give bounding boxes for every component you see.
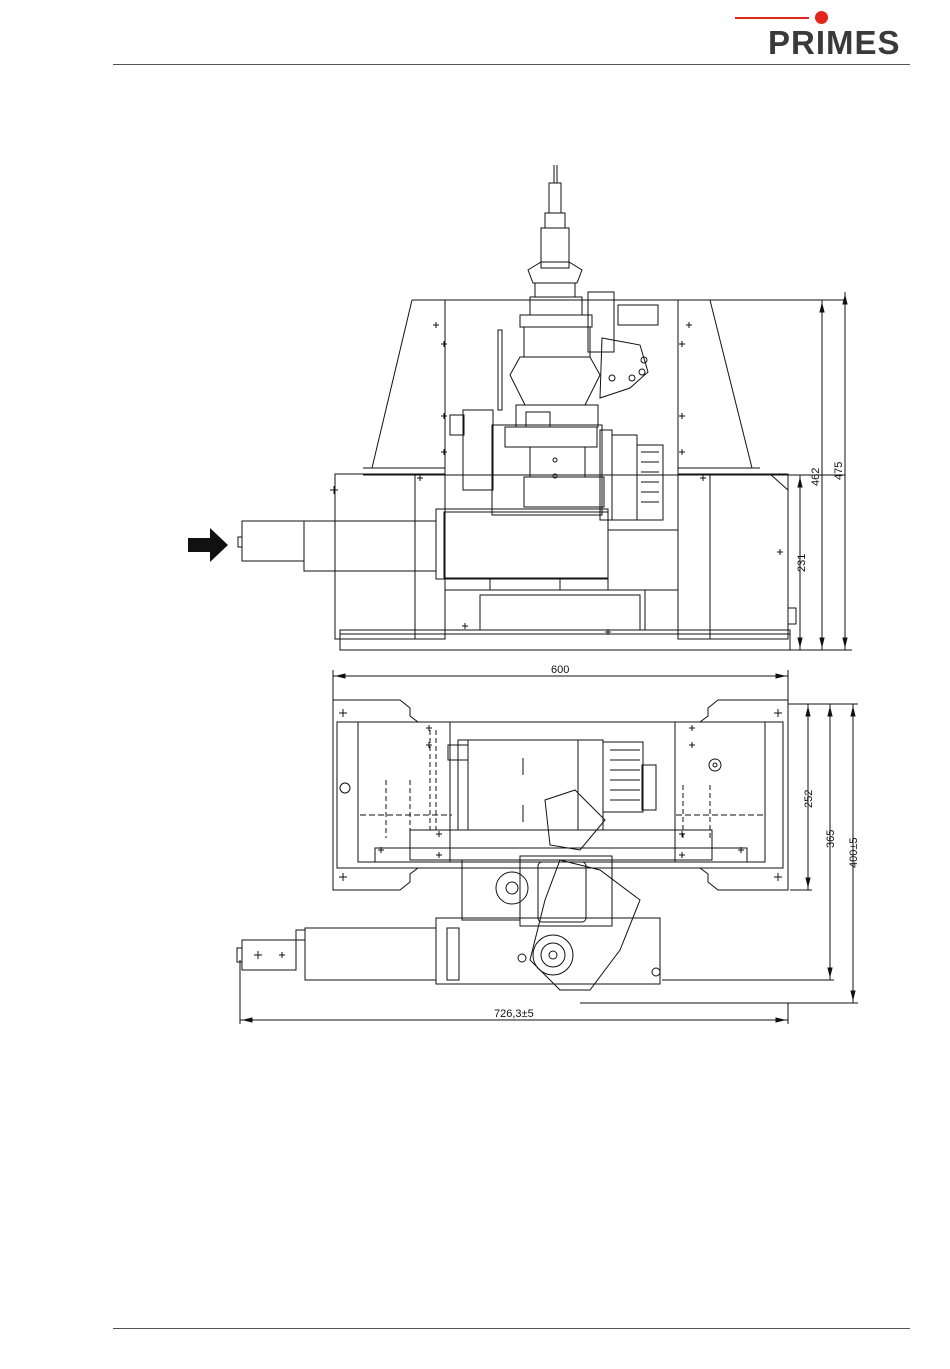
dim-side-height: 231 [796,554,808,572]
top-view [237,670,858,1024]
dim-depth-c: 400±5 [848,837,860,868]
dim-height-inner: 462 [810,468,822,486]
dim-depth-a: 252 [803,790,815,808]
footer-rule [113,1328,910,1329]
dim-depth-b: 365 [825,830,837,848]
front-view [238,165,852,650]
dim-total-width: 726,3±5 [494,1008,534,1020]
dim-height-outer: 475 [833,462,845,480]
arrow-right-icon [188,528,228,562]
dim-width: 600 [551,664,569,676]
